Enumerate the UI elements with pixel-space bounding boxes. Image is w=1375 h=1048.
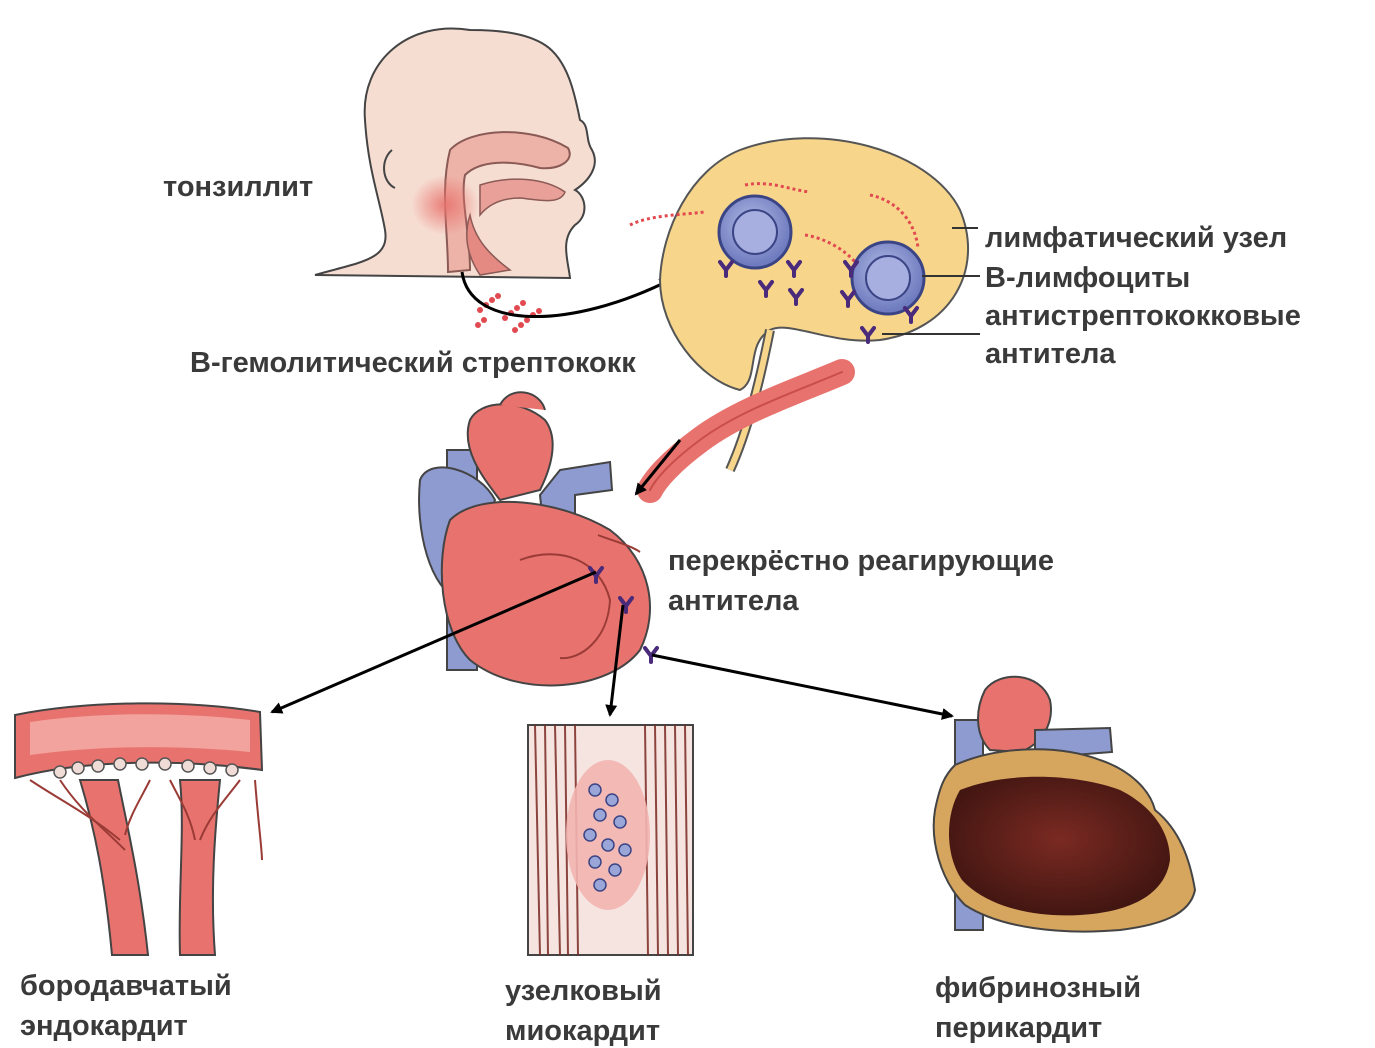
b-lymphocyte-cell: [719, 196, 791, 268]
label-antibodies-line2: антитела: [985, 338, 1116, 370]
label-lymph-node: лимфатический узел: [985, 222, 1287, 254]
label-antibodies-line1: антистрептококковые: [985, 300, 1301, 332]
head-profile-illustration: [315, 28, 595, 278]
lymph-node-illustration: [630, 138, 980, 470]
label-b-lymphocytes: В-лимфоциты: [985, 262, 1190, 294]
heart-illustration: [419, 392, 657, 685]
label-endocarditis-line1: бородавчатый: [20, 970, 232, 1002]
b-lymphocyte-cell: [852, 242, 924, 314]
label-endocarditis-line2: эндокардит: [20, 1010, 188, 1042]
myocarditis-illustration: [528, 725, 693, 955]
label-myocarditis-line2: миокардит: [505, 1015, 660, 1047]
label-cross-reactive-line2: антитела: [668, 585, 799, 617]
label-streptococcus: В-гемолитический стрептококк: [190, 347, 636, 379]
label-myocarditis-line1: узелковый: [505, 975, 662, 1007]
label-cross-reactive-line1: перекрёстно реагирующие: [668, 545, 1054, 577]
arrow-heart-to-pericarditis: [652, 655, 952, 716]
label-tonsillitis: тонзиллит: [163, 171, 313, 203]
endocarditis-illustration: [15, 703, 262, 955]
label-pericarditis-line2: перикардит: [935, 1012, 1102, 1044]
pericarditis-illustration: [934, 677, 1195, 932]
label-pericarditis-line1: фибринозный: [935, 972, 1141, 1004]
